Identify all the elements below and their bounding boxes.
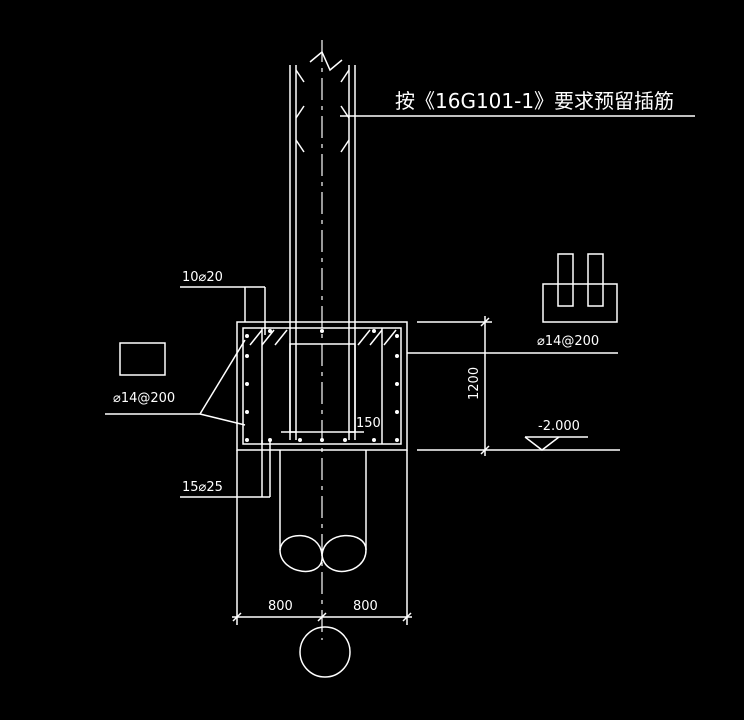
stirrup-detail-left	[105, 339, 246, 426]
dowel-note-text: 按《16G101-1》要求预留插筋	[395, 89, 674, 113]
pile-section-circle	[299, 626, 351, 678]
stirrup-left-label: ⌀14@200	[113, 391, 175, 406]
top-hatch	[249, 329, 397, 346]
stirrup-right-label: ⌀14@200	[537, 334, 599, 349]
cover-label: 150	[356, 416, 381, 431]
pile-cap-outline	[236, 321, 408, 451]
dim-left-label: 800	[268, 599, 293, 614]
top-bars-leader	[180, 286, 266, 335]
rebar-dots	[245, 329, 399, 442]
bottom-bars-label: 15⌀25	[182, 480, 223, 495]
top-bars-label: 10⌀20	[182, 270, 223, 285]
rebar-cage	[242, 327, 402, 445]
depth-label: 1200	[467, 367, 482, 400]
dim-right-label: 800	[353, 599, 378, 614]
bottom-bars-leader	[180, 440, 271, 498]
column	[289, 50, 356, 322]
column-rebar-in-cap	[281, 322, 364, 440]
elevation-marker	[524, 436, 588, 451]
depth-dimension	[417, 316, 620, 456]
bottom-dimension	[232, 450, 412, 625]
pile-shaft	[279, 450, 367, 572]
stirrup-detail-right	[407, 253, 618, 354]
cap-vertical-bars	[261, 328, 383, 444]
elevation-label: -2.000	[538, 419, 580, 434]
